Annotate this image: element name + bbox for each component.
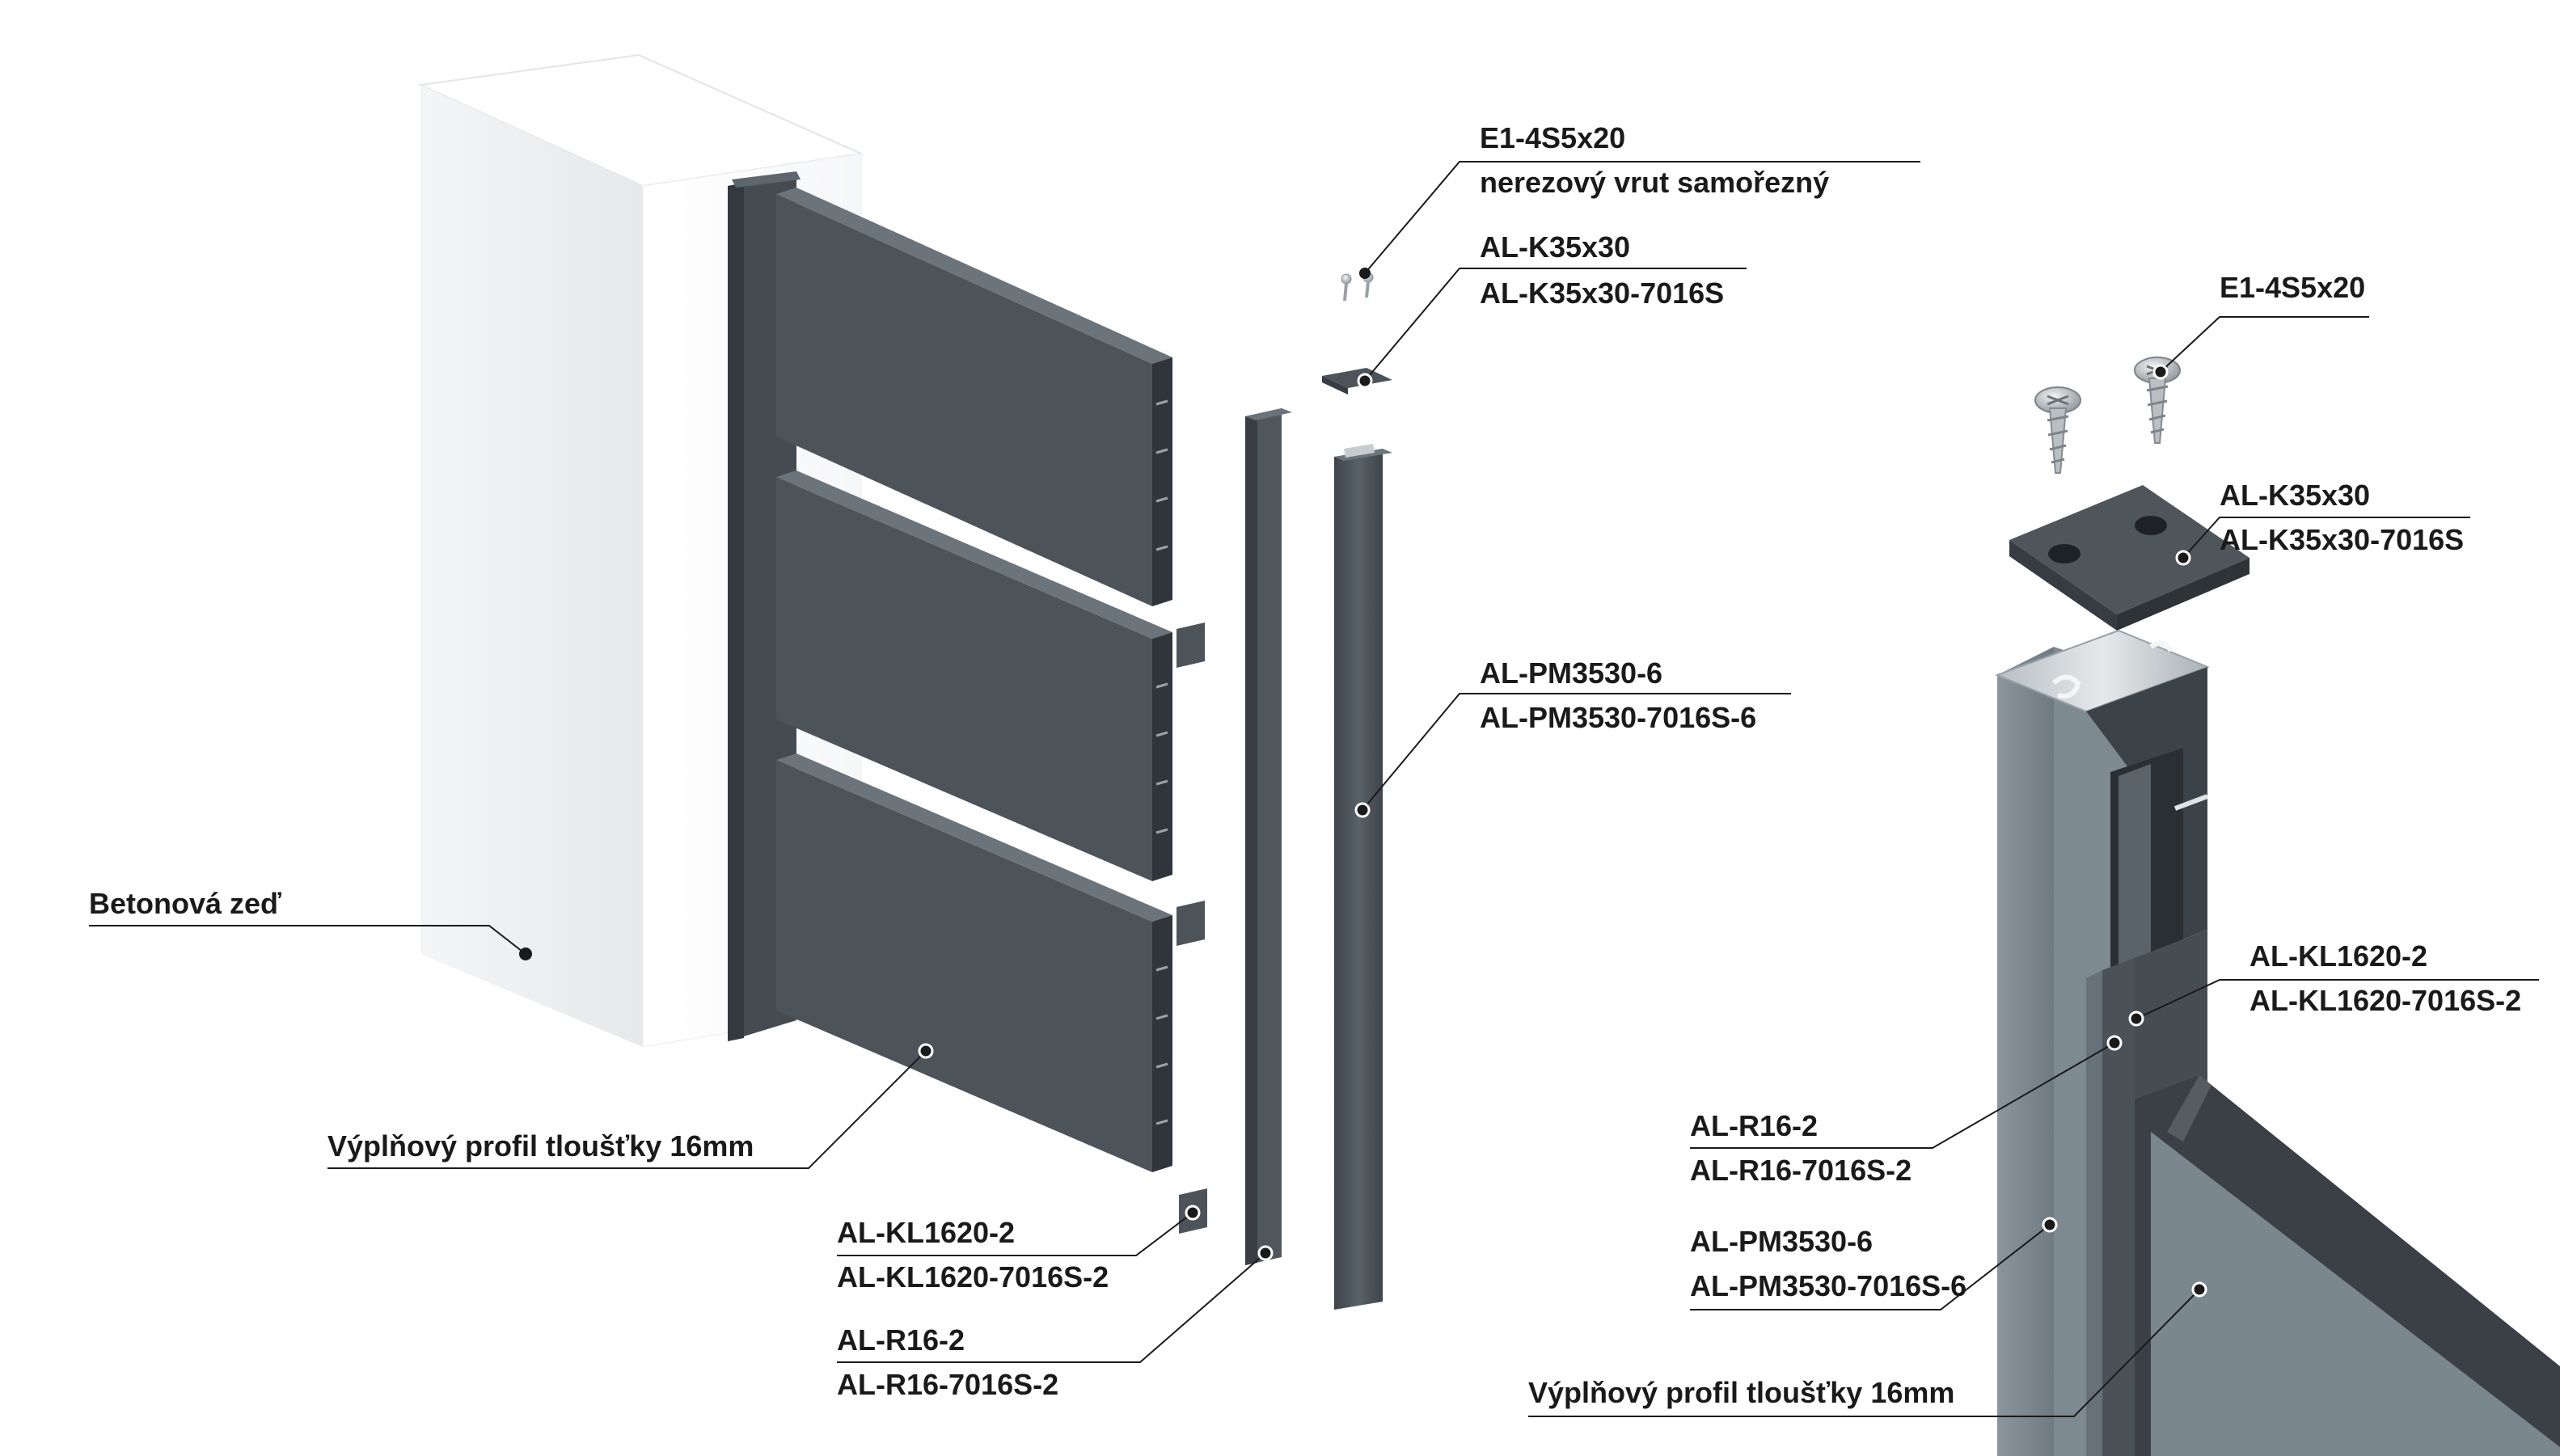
label-clip-code-color: AL-KL1620-7016S-2 bbox=[837, 1260, 1109, 1294]
u-rail-profile bbox=[1245, 408, 1292, 1265]
labels: E1-4S5x20 nerezový vrut samořezný AL-K35… bbox=[89, 121, 2521, 1409]
post-cap-right bbox=[2009, 485, 2250, 631]
clip-pieces-left bbox=[1177, 622, 1207, 1234]
label-screw-code-right: E1-4S5x20 bbox=[2220, 271, 2365, 304]
label-clip-code-right: AL-KL1620-2 bbox=[2250, 939, 2427, 973]
fence-post-left bbox=[1334, 444, 1392, 1310]
screw-icon bbox=[2034, 386, 2081, 474]
leader-lines bbox=[89, 161, 2539, 1417]
label-post-code: AL-PM3530-6 bbox=[1480, 656, 1662, 690]
leader-dots bbox=[519, 268, 2207, 1298]
label-post-code-right: AL-PM3530-6 bbox=[1690, 1225, 1873, 1258]
label-infill-left: Výplňový profil tloušťky 16mm bbox=[327, 1129, 754, 1163]
label-rail-code-right: AL-R16-2 bbox=[1690, 1109, 1818, 1142]
label-clip-code-color-right: AL-KL1620-7016S-2 bbox=[2250, 984, 2521, 1017]
label-post-code-color: AL-PM3530-7016S-6 bbox=[1480, 701, 1756, 734]
label-rail-code: AL-R16-2 bbox=[837, 1323, 965, 1357]
infill-panels-left bbox=[776, 188, 1172, 1172]
label-rail-code-color-right: AL-R16-7016S-2 bbox=[1690, 1154, 1912, 1187]
label-infill-right: Výplňový profil tloušťky 16mm bbox=[1528, 1376, 1954, 1409]
label-screw-desc: nerezový vrut samořezný bbox=[1480, 166, 1829, 199]
infill-panel-right bbox=[2135, 1075, 2560, 1456]
label-cap-code: AL-K35x30 bbox=[1480, 230, 1630, 264]
label-cap-code-right: AL-K35x30 bbox=[2220, 479, 2370, 512]
label-cap-code-color: AL-K35x30-7016S bbox=[1480, 276, 1724, 310]
label-post-code-color-right: AL-PM3530-7016S-6 bbox=[1690, 1269, 1966, 1302]
label-cap-code-color-right: AL-K35x30-7016S bbox=[2220, 523, 2464, 556]
label-clip-code: AL-KL1620-2 bbox=[837, 1216, 1015, 1249]
label-rail-code-color: AL-R16-7016S-2 bbox=[837, 1368, 1058, 1401]
label-screw-code: E1-4S5x20 bbox=[1480, 121, 1625, 154]
label-wall: Betonová zeď bbox=[89, 887, 281, 920]
post-cap-left bbox=[1322, 368, 1392, 395]
